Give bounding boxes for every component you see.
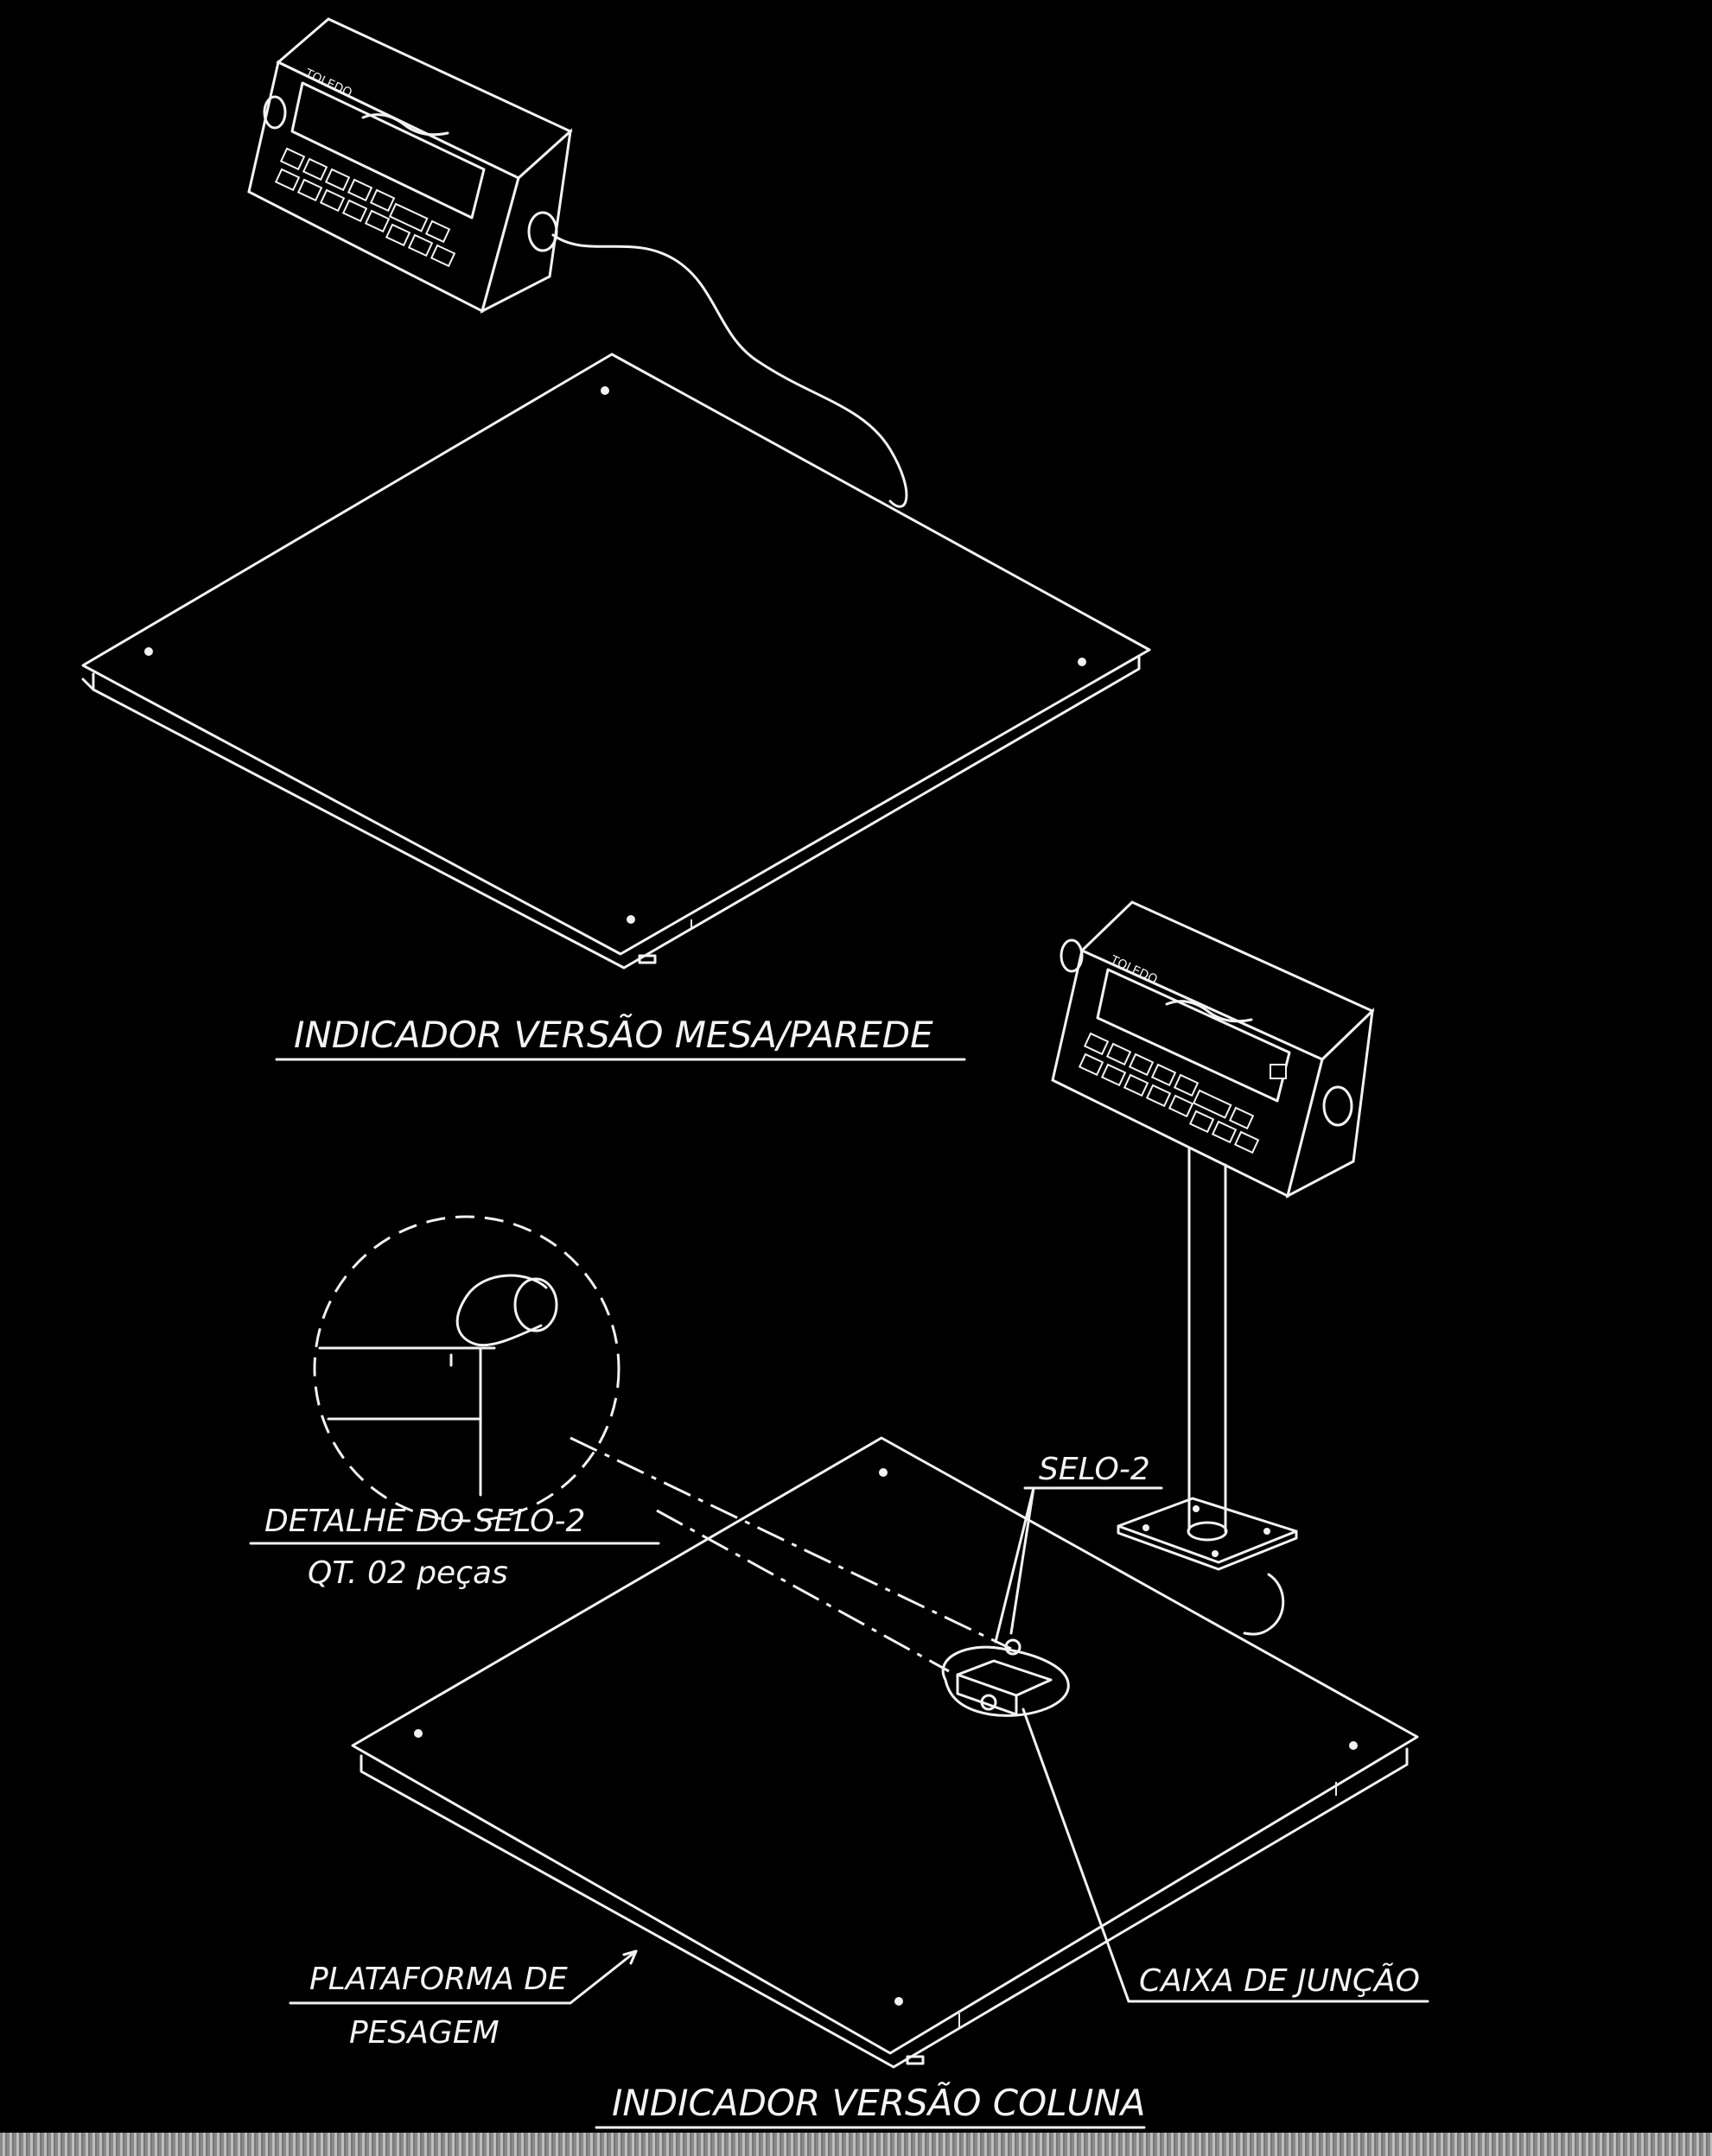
seal-detail-title: DETALHE DO SELO-2	[264, 1504, 585, 1539]
platform-label-line2: PESAGEM	[349, 2015, 500, 2051]
platform-screw	[1078, 658, 1086, 666]
wall-table-platform	[81, 353, 1151, 970]
wall-table-indicator: TOLEDO	[247, 17, 908, 508]
junction-box-leader	[1021, 1708, 1130, 2003]
column-cable	[1243, 1573, 1285, 1636]
platform-screw	[414, 1729, 423, 1738]
mount-knob	[527, 211, 558, 252]
mount-knob	[1322, 1085, 1353, 1127]
column-platform	[351, 1436, 1419, 2069]
platform-label-line1: PLATAFORMA DE	[309, 1962, 568, 1997]
column-title: INDICADOR VERSÃO COLUNA	[612, 2081, 1145, 2124]
seal-callout-label: SELO-2	[1039, 1452, 1150, 1487]
junction-box	[941, 1638, 1070, 1717]
platform-screw	[1349, 1741, 1358, 1750]
platform-screw	[627, 915, 635, 924]
seal-detail-quantity: QT. 02 peças	[308, 1555, 508, 1591]
wall-table-title: INDICADOR VERSÃO MESA/PAREDE	[294, 1013, 933, 1056]
indicator-keypad	[1078, 1032, 1287, 1154]
indicator-cable	[551, 233, 908, 508]
column-post	[1117, 1148, 1298, 1636]
indicator-keypad	[274, 147, 456, 268]
junction-box-label: CAIXA DE JUNÇÃO	[1139, 1962, 1420, 1999]
column-indicator: TOLEDO	[1051, 900, 1375, 1199]
platform-screw	[879, 1468, 888, 1477]
scan-edge-strip	[0, 2133, 1712, 2156]
seal-callout-leader	[1009, 1486, 1035, 1635]
platform-leader	[569, 1949, 638, 2005]
seal-detail-circle	[313, 1215, 621, 1523]
platform-screw	[601, 386, 609, 395]
platform-screw	[894, 1997, 903, 2006]
platform-screw	[144, 647, 153, 656]
